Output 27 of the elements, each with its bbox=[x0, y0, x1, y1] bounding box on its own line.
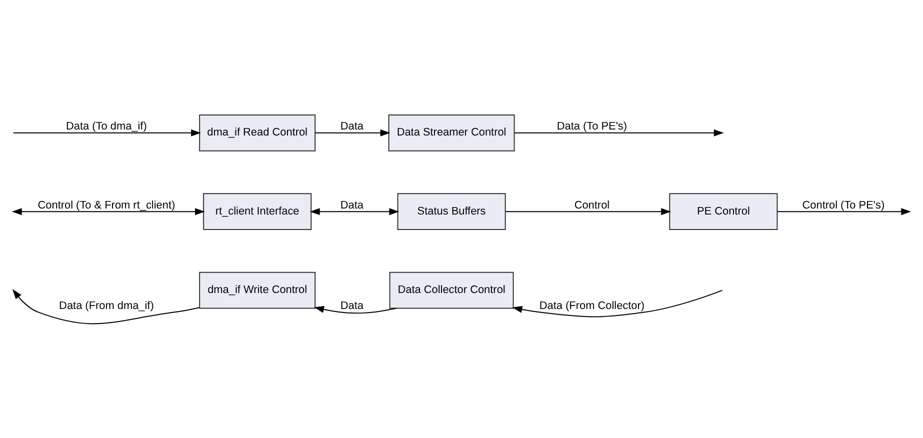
arrow bbox=[12, 208, 205, 215]
node-box: Data Streamer Control bbox=[388, 114, 515, 151]
node-box: dma_if Write Control bbox=[199, 271, 316, 308]
edge-label: Control bbox=[574, 198, 610, 211]
arrow bbox=[310, 208, 400, 215]
arrow bbox=[314, 306, 397, 314]
arrow bbox=[505, 208, 672, 215]
edge-label: Data (To dma_if) bbox=[66, 120, 147, 132]
edge-label: Data (To PE's) bbox=[556, 120, 628, 132]
arrow bbox=[12, 288, 200, 324]
edge-label: Data bbox=[340, 120, 364, 132]
arrow bbox=[12, 128, 202, 136]
edge-label: Data bbox=[340, 198, 364, 211]
node-box: rt_client Interface bbox=[203, 192, 312, 230]
node-box: Status Buffers bbox=[397, 192, 506, 230]
arrow bbox=[512, 289, 723, 317]
node-box: dma_if Read Control bbox=[199, 114, 316, 151]
edge-label: Data (From Collector) bbox=[539, 299, 645, 312]
arrow bbox=[314, 128, 390, 136]
edge-label: Data (From dma_if) bbox=[59, 299, 154, 312]
edge-label: Control (To PE's) bbox=[802, 198, 885, 211]
edge-label: Control (To & From rt_client) bbox=[38, 198, 176, 211]
node-box: PE Control bbox=[669, 192, 778, 230]
arrow bbox=[514, 128, 724, 136]
arrow bbox=[777, 208, 912, 215]
edge-label: Data bbox=[340, 299, 364, 312]
node-box: Data Collector Control bbox=[389, 271, 514, 308]
